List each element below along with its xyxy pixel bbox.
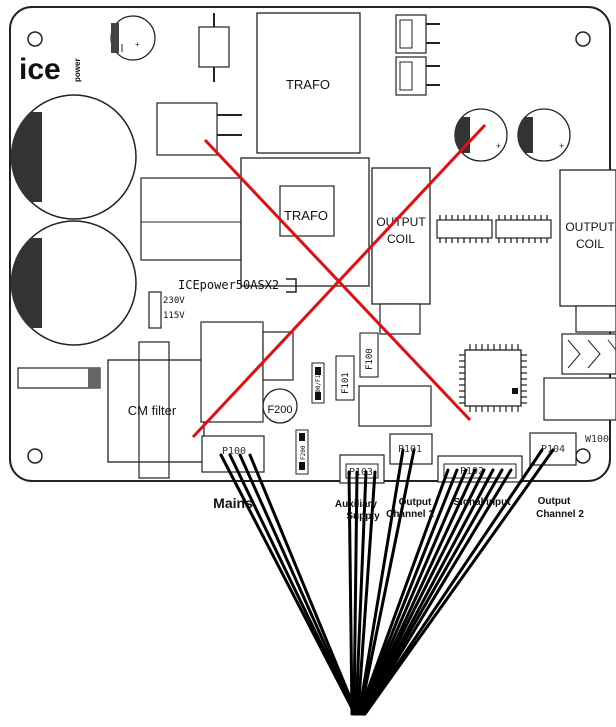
icepower-logo: ice power [19, 53, 82, 86]
fuse-f200-label: F200 [267, 404, 292, 416]
aux-supply-label-line2: Supply [346, 511, 380, 522]
svg-text:+: + [135, 40, 140, 49]
output-ch2-label-line2: Channel 2 [536, 509, 584, 520]
trafo-top [256, 12, 361, 154]
component-block-bottom [358, 385, 432, 427]
fuse-f101 [335, 355, 355, 401]
fuse-f200 [262, 388, 298, 424]
ic-chip-1 [436, 215, 493, 243]
connector-p100-label: P100 [222, 446, 246, 457]
qfp-chip [459, 344, 527, 412]
cm-filter [107, 359, 205, 463]
regulators-top-right [395, 14, 440, 96]
output-coil-2-line1: OUTPUT [565, 220, 615, 234]
mounting-hole-top-left [27, 31, 43, 47]
output-ch1-label-line1: Output [399, 497, 432, 508]
regulator-mid-left [156, 102, 218, 156]
output-coil-1-line2: COIL [387, 232, 415, 246]
board-model-label: ICEpower50ASX2 [178, 278, 279, 292]
connector-right-zigzag [561, 333, 616, 375]
voltage-230-label: 230V [163, 296, 185, 306]
svg-text:+: + [559, 141, 564, 151]
resistor-left [17, 367, 101, 389]
output-ch1-label-line2: Channel 1 [386, 509, 434, 520]
small-capacitor-top: + [110, 15, 156, 61]
component-block-right [543, 377, 616, 421]
large-capacitor-top [10, 94, 137, 220]
mounting-hole-top-right [575, 31, 591, 47]
mounting-hole-bottom-left [27, 448, 43, 464]
connector-p100: P100 [201, 435, 265, 473]
logo-text: ice [19, 53, 61, 86]
logo-sub-text: power [73, 58, 82, 82]
output-coil-1-line1: OUTPUT [376, 215, 426, 229]
small-capacitor-right-2: + [517, 108, 571, 162]
output-coil-2-line2: COIL [576, 237, 604, 251]
svg-text:+: + [496, 141, 501, 151]
cm-filter-label: CM filter [128, 403, 177, 418]
output-coil-2 [559, 169, 616, 307]
connector-p102-label: P102 [460, 466, 484, 477]
ic-chip-2 [495, 215, 552, 243]
connector-p103-label: P103 [349, 467, 373, 478]
f100-label: F100 [365, 348, 375, 370]
regulator-top-left [198, 13, 230, 82]
wire-bundle [219, 448, 555, 716]
fuse-f100 [359, 332, 379, 378]
connector-p103: P103 [339, 454, 385, 484]
trafo-mid-label: TRAFO [284, 208, 328, 223]
voltage-selector [148, 291, 162, 329]
output-ch2-label-line1: Output [538, 496, 571, 507]
f100-f101-label: F100/F101 [315, 367, 322, 400]
f101-label: F101 [341, 372, 351, 394]
signal-input-label: Signal input [453, 497, 511, 508]
aux-supply-label-line1: Auxiliary [335, 499, 378, 510]
red-cross-mark [191, 123, 487, 439]
mains-label: Mains [213, 495, 253, 511]
w100-label: W100 [585, 434, 609, 445]
small-capacitor-right-1: + [454, 108, 508, 162]
connector-p101-label: P101 [398, 444, 422, 455]
large-capacitor-bottom [10, 220, 137, 346]
component-block-left [140, 177, 242, 261]
voltage-115-label: 115V [163, 311, 185, 321]
trafo-top-label: TRAFO [286, 77, 330, 92]
f200-small-label: F200 [300, 445, 307, 460]
